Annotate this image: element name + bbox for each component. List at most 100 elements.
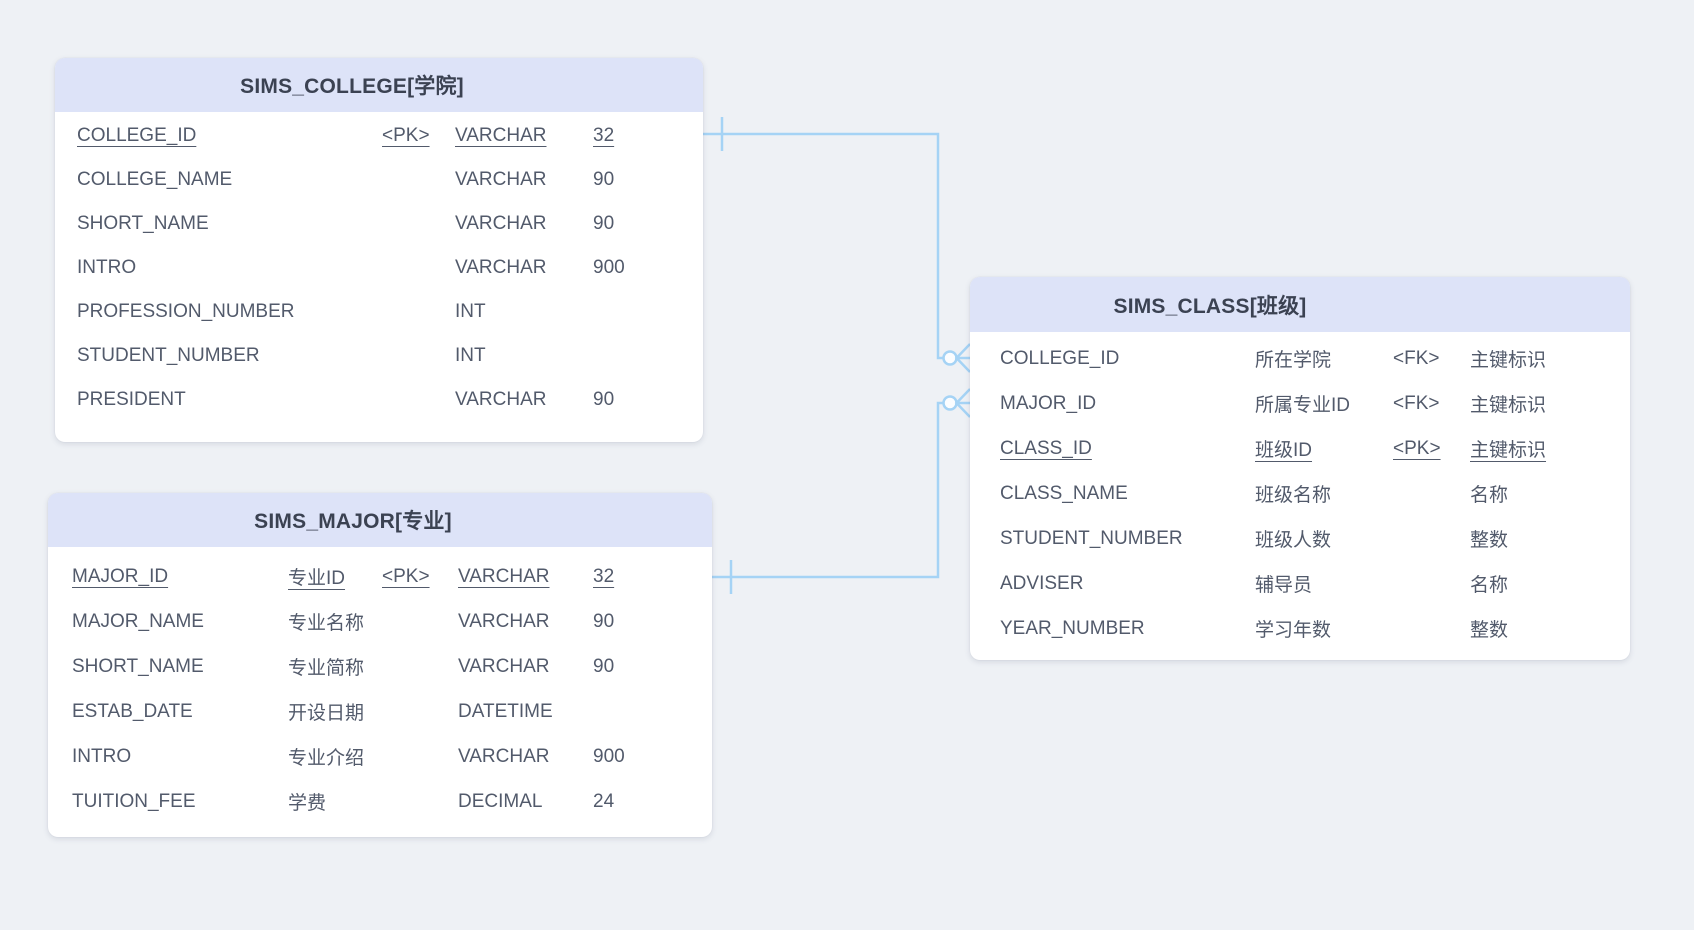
field-name: STUDENT_NUMBER bbox=[1000, 527, 1183, 549]
field-name: MAJOR_NAME bbox=[72, 610, 204, 632]
field-row[interactable]: CLASS_NAME 班级名称 名称 bbox=[970, 471, 1630, 516]
field-name: COLLEGE_ID bbox=[1000, 347, 1120, 369]
table-title: SIMS_MAJOR[专业] bbox=[48, 493, 712, 547]
field-name: TUITION_FEE bbox=[72, 790, 196, 812]
field-type: 名称 bbox=[1470, 575, 1509, 596]
field-length: 90 bbox=[593, 655, 615, 677]
field-length: 90 bbox=[593, 610, 615, 632]
field-name: MAJOR_ID bbox=[1000, 392, 1097, 414]
relationship-college-class-line[interactable] bbox=[703, 132, 943, 360]
field-cn-name: 辅导员 bbox=[1255, 575, 1313, 596]
field-row[interactable]: COLLEGE_ID 所在学院 <FK> 主键标识 bbox=[970, 336, 1630, 381]
field-row[interactable]: STUDENT_NUMBER 班级人数 整数 bbox=[970, 516, 1630, 561]
relationship-major-class-line[interactable] bbox=[712, 401, 943, 579]
field-row[interactable]: PROFESSION_NUMBER INT bbox=[55, 290, 703, 334]
field-type: INT bbox=[455, 301, 486, 322]
field-name: INTRO bbox=[72, 745, 132, 767]
field-type: VARCHAR bbox=[455, 389, 547, 410]
relationship-major-class bbox=[712, 388, 971, 594]
field-name: ESTAB_DATE bbox=[72, 700, 193, 722]
field-cn-name: 开设日期 bbox=[288, 703, 365, 724]
field-row[interactable]: COLLEGE_ID <PK> VARCHAR 32 bbox=[55, 114, 703, 158]
field-name: INTRO bbox=[77, 257, 137, 278]
field-type: INT bbox=[455, 345, 486, 366]
field-row[interactable]: SHORT_NAME VARCHAR 90 bbox=[55, 202, 703, 246]
field-type: 主键标识 bbox=[1470, 440, 1547, 461]
field-cn-name: 专业名称 bbox=[288, 613, 365, 634]
field-name: STUDENT_NUMBER bbox=[77, 345, 260, 366]
crows-foot-many-icon bbox=[954, 388, 971, 418]
field-cn-name: 专业ID bbox=[288, 568, 346, 589]
field-row[interactable]: TUITION_FEE 学费 DECIMAL 24 bbox=[48, 779, 712, 824]
field-length: 32 bbox=[593, 125, 615, 146]
field-row[interactable]: MAJOR_ID 所属专业ID <FK> 主键标识 bbox=[970, 381, 1630, 426]
field-length: 900 bbox=[593, 257, 625, 278]
field-row[interactable]: CLASS_ID 班级ID <PK> 主键标识 bbox=[970, 426, 1630, 471]
crows-foot-many-icon bbox=[954, 343, 971, 373]
field-name: CLASS_ID bbox=[1000, 437, 1092, 459]
field-row[interactable]: MAJOR_ID 专业ID <PK> VARCHAR 32 bbox=[48, 554, 712, 599]
table-sims-college[interactable]: SIMS_COLLEGE[学院] COLLEGE_ID <PK> VARCHAR… bbox=[55, 58, 703, 442]
field-cn-name: 班级名称 bbox=[1255, 485, 1332, 506]
field-type: 名称 bbox=[1470, 485, 1509, 506]
field-list: MAJOR_ID 专业ID <PK> VARCHAR 32 MAJOR_NAME… bbox=[48, 547, 712, 824]
field-length: 90 bbox=[593, 213, 615, 234]
field-type: VARCHAR bbox=[458, 745, 550, 767]
field-name: ADVISER bbox=[1000, 572, 1084, 594]
field-name: SHORT_NAME bbox=[72, 655, 204, 677]
field-row[interactable]: INTRO 专业介绍 VARCHAR 900 bbox=[48, 734, 712, 779]
field-cn-name: 所在学院 bbox=[1255, 350, 1332, 371]
field-type: 主键标识 bbox=[1470, 395, 1547, 416]
field-list: COLLEGE_ID <PK> VARCHAR 32 COLLEGE_NAME … bbox=[55, 112, 703, 422]
zero-cardinality-ring bbox=[942, 395, 958, 411]
field-row[interactable]: STUDENT_NUMBER INT bbox=[55, 334, 703, 378]
field-type: DATETIME bbox=[458, 700, 553, 722]
field-cn-name: 学习年数 bbox=[1255, 620, 1332, 641]
field-key: <PK> bbox=[382, 565, 430, 587]
field-row[interactable]: YEAR_NUMBER 学习年数 整数 bbox=[970, 606, 1630, 651]
field-row[interactable]: ADVISER 辅导员 名称 bbox=[970, 561, 1630, 606]
field-cn-name: 班级ID bbox=[1255, 440, 1313, 461]
field-row[interactable]: PRESIDENT VARCHAR 90 bbox=[55, 378, 703, 422]
field-cn-name: 学费 bbox=[288, 793, 327, 814]
field-type: 整数 bbox=[1470, 620, 1509, 641]
field-name: COLLEGE_ID bbox=[77, 125, 197, 146]
field-row[interactable]: COLLEGE_NAME VARCHAR 90 bbox=[55, 158, 703, 202]
table-sims-major[interactable]: SIMS_MAJOR[专业] MAJOR_ID 专业ID <PK> VARCHA… bbox=[48, 493, 712, 837]
field-name: MAJOR_ID bbox=[72, 565, 169, 587]
table-title: SIMS_CLASS[班级] bbox=[970, 277, 1630, 332]
table-sims-class[interactable]: SIMS_CLASS[班级] COLLEGE_ID 所在学院 <FK> 主键标识… bbox=[970, 277, 1630, 660]
field-key: <PK> bbox=[382, 125, 430, 146]
field-cn-name: 所属专业ID bbox=[1255, 395, 1351, 416]
field-length: 900 bbox=[593, 745, 625, 767]
zero-cardinality-ring bbox=[942, 350, 958, 366]
field-row[interactable]: SHORT_NAME 专业简称 VARCHAR 90 bbox=[48, 644, 712, 689]
field-list: COLLEGE_ID 所在学院 <FK> 主键标识 MAJOR_ID 所属专业I… bbox=[970, 332, 1630, 651]
field-name: PRESIDENT bbox=[77, 389, 186, 410]
field-name: COLLEGE_NAME bbox=[77, 169, 233, 190]
field-type: VARCHAR bbox=[458, 655, 550, 677]
field-type: VARCHAR bbox=[455, 213, 547, 234]
field-row[interactable]: INTRO VARCHAR 900 bbox=[55, 246, 703, 290]
field-row[interactable]: MAJOR_NAME 专业名称 VARCHAR 90 bbox=[48, 599, 712, 644]
field-length: 32 bbox=[593, 565, 615, 587]
relationship-college-class bbox=[703, 117, 971, 373]
field-name: YEAR_NUMBER bbox=[1000, 617, 1145, 639]
field-length: 24 bbox=[593, 790, 615, 812]
field-cn-name: 班级人数 bbox=[1255, 530, 1332, 551]
field-length: 90 bbox=[593, 389, 615, 410]
field-name: CLASS_NAME bbox=[1000, 482, 1128, 504]
field-key: <FK> bbox=[1393, 347, 1440, 369]
field-type: VARCHAR bbox=[455, 169, 547, 190]
field-type: VARCHAR bbox=[458, 610, 550, 632]
field-type: 主键标识 bbox=[1470, 350, 1547, 371]
table-title: SIMS_COLLEGE[学院] bbox=[55, 58, 703, 112]
field-type: DECIMAL bbox=[458, 790, 543, 812]
field-type: VARCHAR bbox=[458, 565, 550, 587]
field-key: <FK> bbox=[1393, 392, 1440, 414]
field-type: VARCHAR bbox=[455, 257, 547, 278]
field-key: <PK> bbox=[1393, 437, 1441, 459]
field-row[interactable]: ESTAB_DATE 开设日期 DATETIME bbox=[48, 689, 712, 734]
field-type: 整数 bbox=[1470, 530, 1509, 551]
